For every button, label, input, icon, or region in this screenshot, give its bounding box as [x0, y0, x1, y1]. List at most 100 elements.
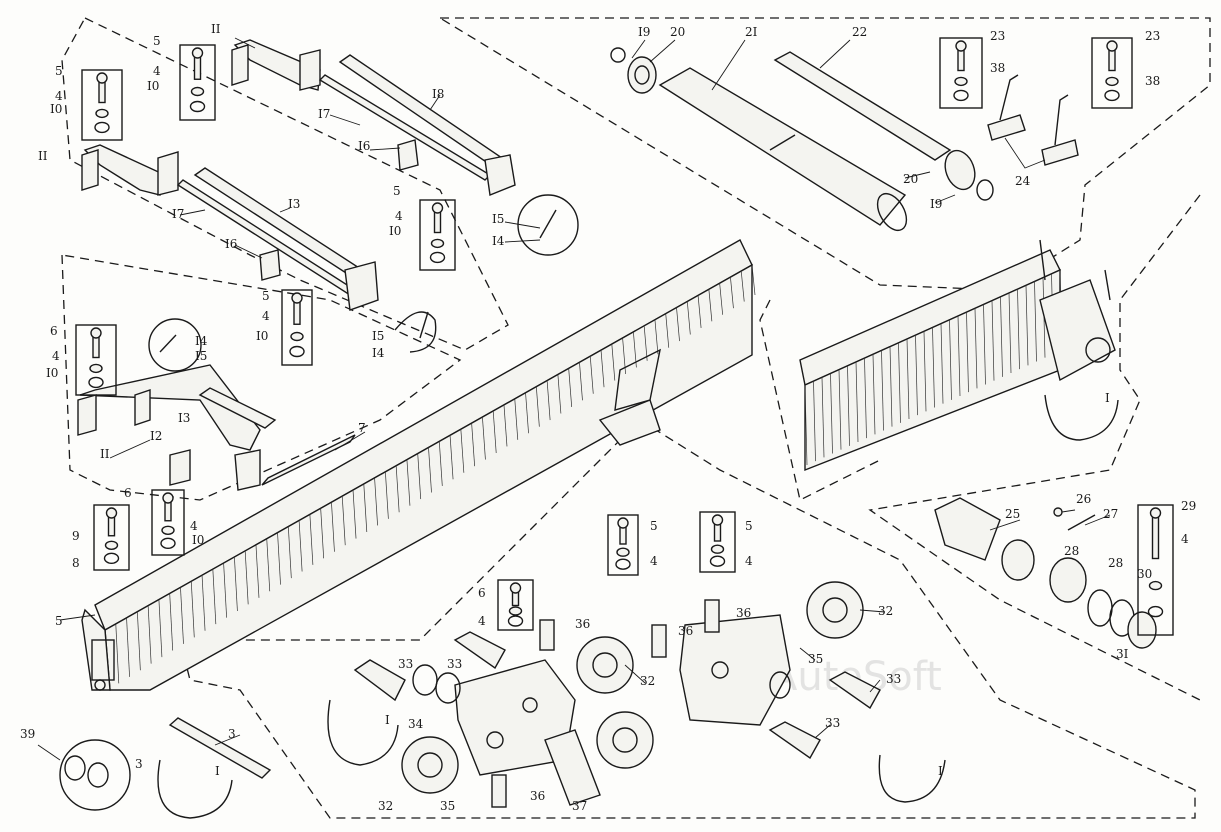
leader-line — [179, 209, 206, 216]
hatch-line — [503, 404, 508, 447]
leader-line — [819, 39, 851, 69]
leader-line — [814, 724, 831, 739]
spring-washer — [508, 606, 523, 616]
part-39-b — [87, 762, 109, 788]
bolt-set-frame — [1091, 37, 1133, 109]
bearing-20-bottom — [944, 149, 976, 191]
flat-washer — [94, 121, 110, 134]
hatch-line — [983, 304, 986, 385]
right-beam-lug-2 — [1104, 269, 1111, 301]
bottom-parts — [59, 581, 881, 811]
callout-label-l28a: 28 — [1064, 544, 1079, 558]
frame-12 — [79, 364, 261, 451]
sleeve-25 — [934, 497, 1001, 561]
leader-line — [369, 147, 401, 151]
hatch-line — [600, 350, 605, 388]
callout-label-l39: 39 — [20, 727, 35, 741]
boundary-upper-right — [439, 17, 1211, 291]
detail-I-right-beam — [1044, 394, 1119, 441]
bolt-set-frame — [1137, 504, 1174, 636]
hatch-line — [1034, 281, 1037, 362]
lower-right-parts — [934, 497, 1157, 649]
spring-washer — [616, 547, 630, 557]
callout-label-l33b: 33 — [447, 657, 462, 671]
callout-label-l31: 3I — [1116, 647, 1129, 661]
right-beam-end-bracket — [1039, 279, 1116, 382]
callout-label-lIa: I — [1105, 391, 1110, 405]
bracket-11-top-ear-2 — [299, 49, 321, 91]
wheel-32-right — [806, 581, 864, 639]
hatch-line — [932, 327, 935, 408]
hatch-line — [309, 514, 314, 565]
washer-30-a — [1087, 589, 1113, 627]
boundary-right-bracket — [868, 194, 1201, 701]
hatch-line — [568, 368, 573, 407]
hatch-line — [821, 377, 825, 458]
callout-label-l5e: 5 — [55, 614, 63, 628]
bolt-set-frame — [75, 324, 117, 396]
hatch-line — [460, 429, 465, 473]
callout-label-l4g: 4 — [1181, 532, 1189, 546]
callout-label-l4e: 4 — [52, 349, 60, 363]
detail-I-circles — [157, 394, 1119, 819]
callout-label-l37: 37 — [572, 799, 587, 813]
bolt-head — [617, 517, 629, 529]
detail-39-circle — [59, 739, 131, 811]
wheel-32-mid — [576, 636, 634, 694]
flat-washer — [88, 376, 104, 389]
callout-label-l33a: 33 — [398, 657, 413, 671]
bolt-head — [191, 47, 204, 59]
main-beam — [81, 239, 756, 691]
callout-label-l15a: I5 — [492, 212, 504, 226]
callout-label-l3a: 3 — [135, 757, 143, 771]
hatch-line — [579, 362, 583, 401]
detail-pin-14-15-left — [148, 318, 202, 372]
hatch-line — [352, 490, 357, 539]
tube-21 — [658, 67, 907, 226]
callout-label-l7: 7 — [358, 421, 366, 435]
callout-label-l18: I8 — [432, 87, 444, 101]
beam-bottom-bracket — [598, 399, 661, 446]
leader-line — [869, 679, 881, 693]
leader-line — [334, 431, 366, 451]
hatch-line — [751, 264, 756, 296]
callout-label-l34: 34 — [408, 717, 424, 731]
leader-line — [214, 734, 241, 746]
bolt-set-frame — [179, 44, 216, 121]
callout-label-l11c: II — [100, 447, 110, 461]
hatch-line — [697, 295, 702, 328]
hatch-line — [1000, 296, 1003, 377]
tube-21-seam — [769, 134, 796, 151]
callout-label-lIc: I — [215, 764, 220, 778]
bolt-set-frame — [93, 504, 130, 571]
hatch-line — [940, 323, 944, 404]
flat-washer — [615, 558, 631, 570]
spring-washer — [710, 544, 725, 554]
hatch-line — [137, 611, 141, 671]
callout-label-l16a: I6 — [358, 139, 370, 153]
leader-line — [859, 609, 886, 613]
wheel-32-low-hub — [612, 727, 638, 753]
bolt-set-frame — [81, 69, 123, 141]
callout-label-l20a: 20 — [670, 25, 685, 39]
hatch-line — [686, 301, 691, 335]
leader-line — [429, 94, 441, 111]
flat-washer — [1147, 605, 1164, 618]
wheel-32-left-hub — [417, 752, 443, 778]
callout-label-l9: 9 — [72, 529, 80, 543]
bracket-11-top — [233, 39, 321, 91]
hatch-line — [730, 277, 734, 309]
callout-label-l5a: 5 — [55, 64, 63, 78]
hatch-line — [406, 459, 411, 506]
pin-14-15-b — [419, 311, 429, 339]
leader-line — [1061, 509, 1076, 513]
callout-label-l28b: 28 — [1108, 556, 1123, 570]
hatch-line — [813, 381, 816, 462]
hatch-line — [492, 410, 497, 454]
bolt-head — [1149, 507, 1162, 519]
hatch-line — [855, 361, 859, 443]
leader-line — [109, 439, 151, 459]
callout-label-l5d: 5 — [393, 184, 401, 198]
